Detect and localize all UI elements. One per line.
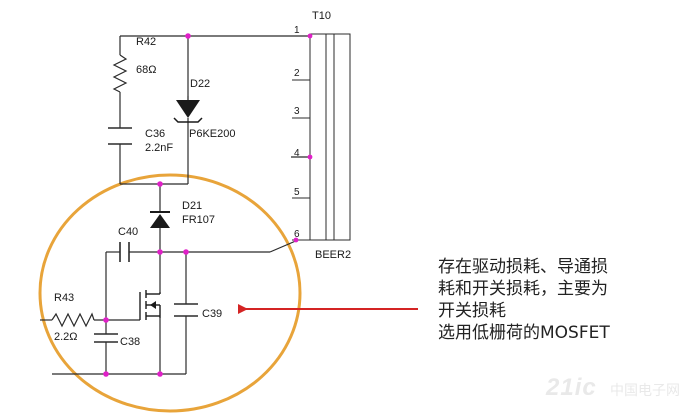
r43-value-label: 2.2Ω bbox=[54, 331, 78, 343]
annotation-text: 存在驱动损耗、导通损 耗和开关损耗，主要为 开关损耗 选用低栅荷的MOSFET bbox=[438, 256, 678, 344]
pin-6-label: 6 bbox=[294, 229, 300, 240]
pin-2-label: 2 bbox=[294, 68, 300, 79]
t10-part-label: BEER2 bbox=[315, 249, 351, 261]
t10-ref-label: T10 bbox=[312, 10, 331, 22]
capacitor-c36 bbox=[108, 127, 132, 145]
r42-ref-label: R42 bbox=[136, 36, 156, 48]
mosfet-q bbox=[139, 290, 161, 320]
r43-ref-label: R43 bbox=[54, 292, 74, 304]
resistor-r43 bbox=[51, 312, 95, 328]
capacitor-c39 bbox=[174, 303, 198, 317]
watermark-subtitle: 中国电子网 bbox=[610, 383, 680, 399]
watermark-logo: 21ic bbox=[546, 374, 597, 401]
resistor-r42 bbox=[112, 54, 128, 93]
pin-4-label: 4 bbox=[294, 148, 300, 159]
diode-d21 bbox=[150, 211, 170, 228]
transformer-t10 bbox=[292, 33, 351, 241]
annotation-line-1: 存在驱动损耗、导通损 bbox=[438, 257, 608, 277]
c36-ref-label: C36 bbox=[145, 128, 165, 140]
highlight-circle bbox=[38, 173, 302, 413]
r42-value-label: 68Ω bbox=[136, 64, 156, 76]
tvs-diode-d22 bbox=[173, 96, 203, 123]
d22-value-label: P6KE200 bbox=[189, 128, 235, 140]
annotation-line-3: 开关损耗 bbox=[438, 301, 506, 321]
wires bbox=[40, 35, 310, 375]
pin-5-label: 5 bbox=[294, 187, 300, 198]
junction-dots bbox=[103, 33, 313, 377]
pin-3-label: 3 bbox=[294, 106, 300, 117]
capacitor-c38 bbox=[94, 333, 118, 343]
c38-ref-label: C38 bbox=[120, 336, 140, 348]
c40-ref-label: C40 bbox=[118, 226, 138, 238]
capacitor-c40 bbox=[119, 242, 130, 262]
pin-1-label: 1 bbox=[294, 25, 300, 36]
annotation-line-2: 耗和开关损耗，主要为 bbox=[438, 279, 608, 299]
c39-ref-label: C39 bbox=[202, 308, 222, 320]
annotation-line-4: 选用低栅荷的MOSFET bbox=[438, 323, 610, 343]
c36-value-label: 2.2nF bbox=[145, 142, 173, 154]
d21-value-label: FR107 bbox=[182, 214, 215, 226]
d21-ref-label: D21 bbox=[182, 200, 202, 212]
d22-ref-label: D22 bbox=[190, 78, 210, 90]
